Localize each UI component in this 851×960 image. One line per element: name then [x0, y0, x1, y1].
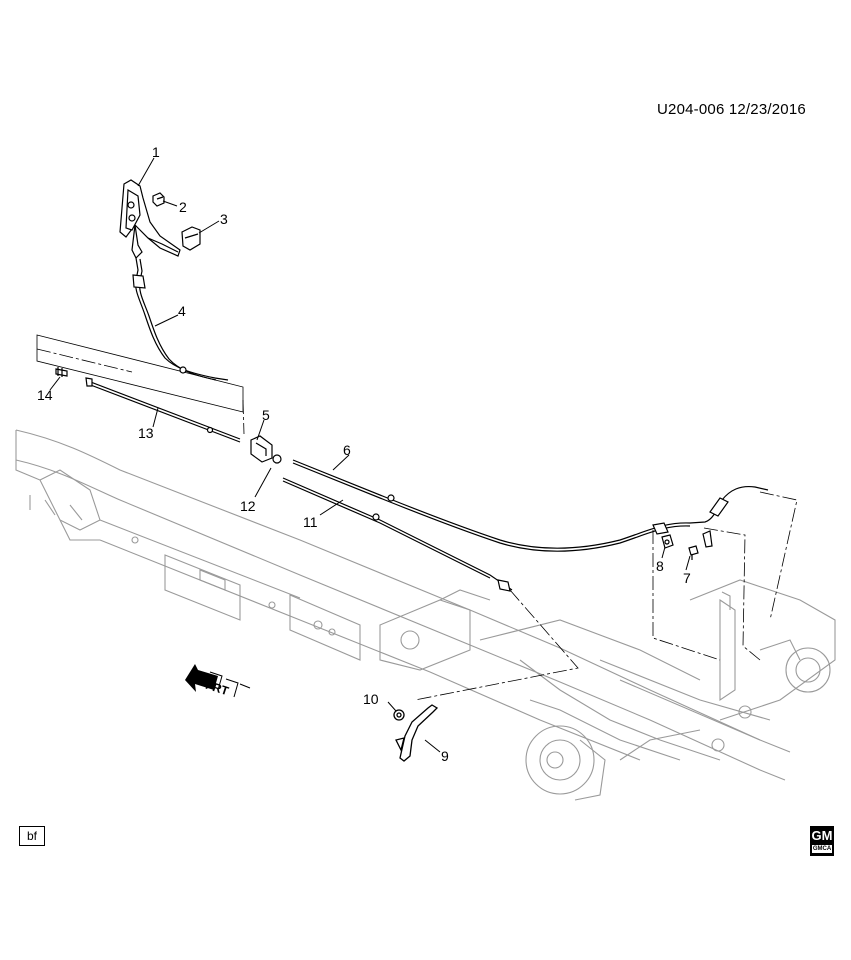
cable-bolt — [688, 545, 699, 560]
callout-10: 10 — [363, 691, 379, 707]
callout-12: 12 — [240, 498, 256, 514]
callout-9: 9 — [441, 748, 449, 764]
callout-13: 13 — [138, 425, 154, 441]
callout-leaders — [49, 157, 691, 753]
callout-11: 11 — [303, 514, 318, 530]
gm-logo-subtext: GMCA — [812, 845, 832, 853]
cable-equalizer — [250, 435, 273, 463]
callout-6: 6 — [343, 442, 351, 458]
callout-2: 2 — [179, 199, 187, 215]
callout-3: 3 — [220, 211, 228, 227]
left-rear-cable — [292, 459, 769, 552]
cable-nut — [661, 534, 674, 549]
gm-logo-icon: GM GMCA — [810, 826, 834, 856]
vehicle-frame — [15, 429, 836, 801]
front-direction-label: FRT — [204, 678, 231, 699]
intermediate-cable — [85, 377, 241, 443]
callout-8: 8 — [656, 558, 664, 574]
parking-brake-lever-assembly — [119, 179, 181, 260]
cable-bracket — [395, 704, 439, 762]
callout-1: 1 — [152, 144, 160, 160]
callout-14: 14 — [37, 387, 53, 403]
callout-4: 4 — [178, 303, 186, 319]
bracket-nut — [393, 709, 405, 721]
pedal-pad — [181, 226, 201, 251]
callout-5: 5 — [262, 407, 270, 423]
cable-clip — [55, 367, 68, 377]
corner-badge: bf — [19, 826, 45, 846]
lever-bolt — [152, 192, 165, 207]
callout-7: 7 — [683, 570, 691, 586]
leader-lines — [36, 348, 798, 701]
gm-logo-text: GM — [811, 828, 833, 843]
right-rear-cable — [282, 477, 513, 592]
diagram-reference-number: U204-006 12/23/2016 — [657, 101, 806, 118]
equalizer-nut — [272, 454, 282, 464]
front-cable — [132, 257, 229, 381]
front-arrow-icon: FRT — [185, 664, 251, 699]
